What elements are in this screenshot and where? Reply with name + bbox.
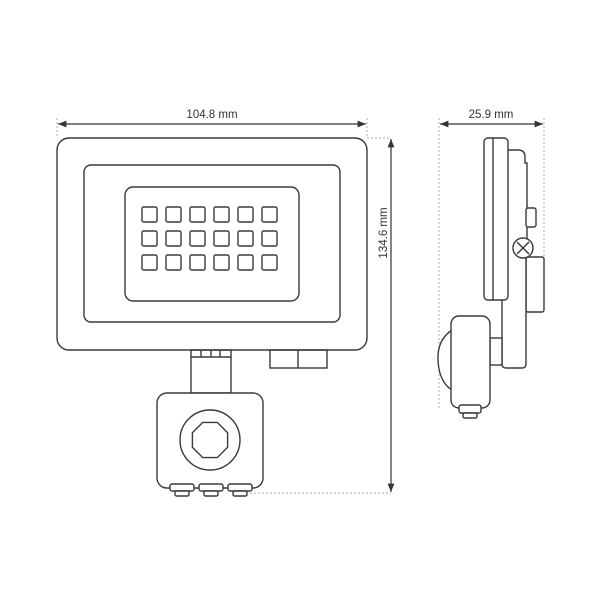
led-chip bbox=[213, 254, 230, 271]
led-grid bbox=[141, 206, 278, 271]
screw-icon bbox=[512, 237, 534, 259]
side-view: 25.9 mm bbox=[437, 109, 545, 419]
width-label: 104.8 mm bbox=[186, 109, 237, 121]
led-chip bbox=[237, 206, 254, 223]
led-chip bbox=[261, 206, 278, 223]
led-chip bbox=[189, 230, 206, 247]
led-chip bbox=[165, 206, 182, 223]
sensor-dome bbox=[437, 328, 453, 392]
led-chip bbox=[213, 206, 230, 223]
led-chip bbox=[141, 230, 158, 247]
housing-outer bbox=[56, 137, 368, 351]
height-label: 134.6 mm bbox=[378, 207, 390, 258]
led-chip bbox=[165, 230, 182, 247]
led-panel bbox=[124, 186, 300, 302]
sensor-lens bbox=[191, 421, 229, 459]
led-chip bbox=[261, 254, 278, 271]
depth-label: 25.9 mm bbox=[469, 109, 514, 121]
sensor-knobs bbox=[169, 483, 253, 497]
sensor-housing bbox=[156, 392, 264, 489]
led-chip bbox=[237, 254, 254, 271]
sensor-side bbox=[450, 315, 491, 409]
led-chip bbox=[189, 206, 206, 223]
front-view: 104.8 mm 134.6 mm bbox=[56, 109, 395, 497]
led-chip bbox=[237, 230, 254, 247]
led-chip bbox=[141, 254, 158, 271]
led-chip bbox=[261, 230, 278, 247]
led-chip bbox=[165, 254, 182, 271]
led-chip bbox=[213, 230, 230, 247]
led-chip bbox=[141, 206, 158, 223]
sensor-ring bbox=[179, 409, 241, 471]
housing-inner bbox=[83, 164, 341, 323]
housing-side bbox=[483, 137, 509, 301]
led-chip bbox=[189, 254, 206, 271]
